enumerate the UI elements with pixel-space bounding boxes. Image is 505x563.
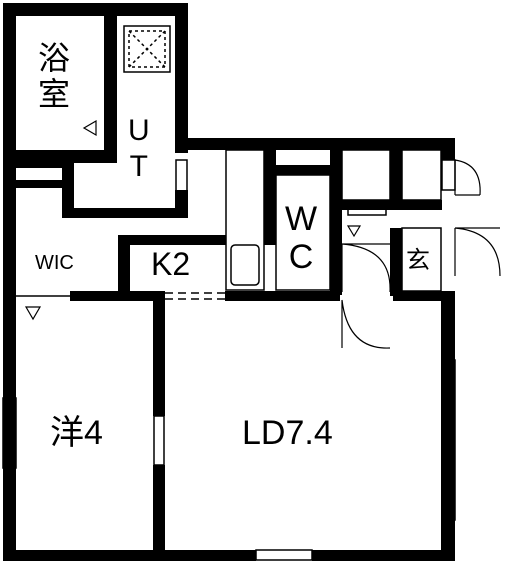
window-west-ld <box>153 415 165 466</box>
ut-label-line1: U <box>128 114 150 147</box>
kitchen-counter <box>225 149 265 291</box>
bath-label-line1: 浴 <box>38 40 71 76</box>
ld-door-swing <box>341 299 391 349</box>
bath-label-line2: 室 <box>38 76 71 112</box>
fixtures <box>2 25 456 561</box>
entrance-box <box>401 227 442 292</box>
wall-entrance-left <box>390 228 402 296</box>
wall-bottom-left <box>3 550 256 561</box>
wall-right-upper <box>441 138 455 160</box>
room-label-wc: W C <box>285 202 317 274</box>
wall-ut-left <box>62 163 74 218</box>
bath-door-triangle <box>82 119 97 137</box>
wall-wc-right <box>330 150 342 295</box>
wall-ut-right-lower <box>175 190 188 218</box>
wall-wic-right <box>118 235 130 297</box>
window-bottom <box>255 549 313 561</box>
room-label-wic: WIC <box>35 252 74 274</box>
window-right <box>441 359 456 521</box>
wall-divider-left <box>70 291 165 301</box>
wc-box <box>275 174 331 291</box>
room-label-bath: 浴 室 <box>38 42 70 110</box>
wall-west-ld-lower <box>153 465 165 560</box>
wc-label-line1: W <box>285 200 318 238</box>
closet-a <box>341 149 391 201</box>
walls <box>3 3 455 561</box>
wall-bath-left <box>3 3 16 163</box>
wc-door-swing <box>341 243 391 293</box>
doors <box>24 119 501 349</box>
bath-door <box>104 99 117 143</box>
window-left <box>2 397 17 469</box>
room-label-utility: U T <box>128 116 150 182</box>
wall-k-top <box>118 235 226 245</box>
wall-wic-mid <box>14 180 62 188</box>
room-label-entrance: 玄 <box>406 247 430 274</box>
wall-bottom-right <box>312 550 455 561</box>
room-label-kitchen: K2 <box>151 246 191 282</box>
closet-door-swing <box>454 159 481 196</box>
entrance-door-swing <box>454 227 501 277</box>
kitchen-sink <box>230 244 260 286</box>
wall-k-wc-left <box>264 150 276 245</box>
wall-wc-top <box>264 165 342 175</box>
wall-bath-top <box>3 3 188 16</box>
vent-inner <box>128 30 166 68</box>
closet-b <box>401 149 442 201</box>
ut-side-strip <box>175 159 188 196</box>
ut-label-line2: T <box>129 150 148 183</box>
wall-right-lower <box>441 291 455 561</box>
window-right-upper <box>441 159 456 191</box>
wall-ut-bottom <box>62 208 188 218</box>
wall-top-main <box>175 138 455 150</box>
wall-bath-right <box>104 3 117 153</box>
wic-door-triangle <box>24 306 42 321</box>
room-label-living-dining: LD7.4 <box>242 414 333 452</box>
wall-ut-right <box>175 3 188 153</box>
wall-left-outer <box>3 160 16 560</box>
closet-shelf <box>347 204 387 216</box>
wall-west-ld <box>153 291 165 416</box>
wall-closet-a <box>390 150 402 210</box>
wall-bath-bottom <box>3 150 117 163</box>
wc-label-line2: C <box>288 238 314 276</box>
wall-divider-entrance <box>393 291 455 301</box>
wall-divider-right <box>225 291 340 301</box>
wall-closet-a-bottom <box>342 200 442 210</box>
vent-box <box>123 25 171 73</box>
room-label-western: 洋4 <box>50 414 103 452</box>
wall-wic-top <box>3 160 74 168</box>
wc-door-triangle <box>346 225 362 238</box>
